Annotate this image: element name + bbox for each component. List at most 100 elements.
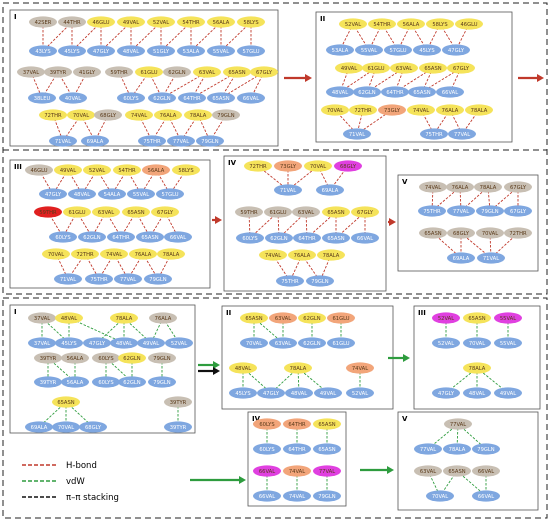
residue-node-shape xyxy=(343,128,371,140)
residue-label: 64THR xyxy=(112,235,130,241)
residue-node: 48VAL xyxy=(326,86,354,98)
panel-frame xyxy=(9,304,196,434)
residue-node-shape xyxy=(362,62,390,74)
residue-node-shape xyxy=(92,352,120,364)
residue-node-shape xyxy=(94,109,122,121)
residue-node: 60LYS xyxy=(49,231,77,243)
residue-node: 70VAL xyxy=(67,109,95,121)
residue-node-shape xyxy=(207,92,235,104)
residue-node-shape xyxy=(378,104,406,116)
residue-node-shape xyxy=(107,231,135,243)
residue-node: 66VAL xyxy=(253,490,281,502)
residue-node-shape xyxy=(407,104,435,116)
residue-node: 78ALA xyxy=(465,104,493,116)
residue-node-shape xyxy=(463,362,491,374)
residue-node-shape xyxy=(413,44,441,56)
residue-label: 79GLN xyxy=(318,494,336,500)
residue-label: 66VAL xyxy=(478,494,494,500)
residue-node-shape xyxy=(52,396,80,408)
residue-node-shape xyxy=(327,337,355,349)
residue-label: 55VAL xyxy=(500,341,516,347)
arrow-bottom-ii-to-iii xyxy=(388,354,410,362)
residue-node: 37VAL xyxy=(17,66,45,78)
residue-node-shape xyxy=(81,135,109,147)
residue-node-shape xyxy=(87,16,115,28)
arrow-i-to-ii xyxy=(284,74,312,82)
residue-node: 62GLN xyxy=(78,231,106,243)
residue-label: 70VAL xyxy=(246,341,262,347)
residue-label: 39TYR xyxy=(170,425,187,431)
arrow-iii-to-iv xyxy=(212,216,222,224)
residue-node: 40VAL xyxy=(59,92,87,104)
residue-node: 44THR xyxy=(58,16,86,28)
residue-node: 66VAL xyxy=(237,92,265,104)
residue-node-shape xyxy=(426,18,454,30)
residue-node-shape xyxy=(414,443,442,455)
residue-node-shape xyxy=(61,376,89,388)
residue-node-shape xyxy=(283,443,311,455)
residue-label: 56ALA xyxy=(67,380,84,386)
residue-label: 48VAL xyxy=(332,90,348,96)
hbond-edge xyxy=(130,21,162,52)
residue-node-shape xyxy=(339,18,367,30)
residue-node: 59THR xyxy=(105,66,133,78)
residue-label: 65ASN xyxy=(413,90,430,96)
legend-label: vdW xyxy=(66,477,85,487)
residue-node: 77VAL xyxy=(167,135,195,147)
residue-node-shape xyxy=(147,16,175,28)
residue-node: 66VAL xyxy=(351,232,379,244)
residue-node-shape xyxy=(110,312,138,324)
legend-item-stack: π–π stacking xyxy=(22,493,119,503)
residue-label: 71VAL xyxy=(483,256,499,262)
residue-label: 57GLU xyxy=(242,49,259,55)
residue-node: 37VAL xyxy=(28,312,56,324)
residue-node-shape xyxy=(283,490,311,502)
residue-node-shape xyxy=(472,490,500,502)
residue-label: 62GLN xyxy=(270,236,288,242)
residue-node-shape xyxy=(193,66,221,78)
residue-node-shape xyxy=(419,227,447,239)
residue-node: 48VAL xyxy=(229,362,257,374)
residue-label: 70VAL xyxy=(310,164,326,170)
residue-label: 70VAL xyxy=(73,113,89,119)
residue-node: 66VAL xyxy=(253,465,281,477)
residue-node-shape xyxy=(164,396,192,408)
residue-label: 56ALA xyxy=(148,168,165,174)
residue-node-shape xyxy=(54,164,82,176)
residue-node: 65ASN xyxy=(122,206,150,218)
residue-node-shape xyxy=(59,92,87,104)
residue-node-shape xyxy=(39,109,67,121)
residue-node-shape xyxy=(144,273,172,285)
residue-label: 76ALA xyxy=(442,108,459,114)
residue-node-shape xyxy=(85,273,113,285)
residue-node: 64THR xyxy=(381,86,409,98)
residue-node: 55VAL xyxy=(494,337,522,349)
panel-label: I xyxy=(14,13,17,21)
residue-label: 61GLU xyxy=(332,316,349,322)
residue-node-shape xyxy=(28,92,56,104)
residue-label: 47GLY xyxy=(89,341,106,347)
residue-node-shape xyxy=(92,376,120,388)
residue-node: 66VAL xyxy=(472,465,500,477)
residue-node-shape xyxy=(28,312,56,324)
residue-node: 68GLY xyxy=(447,227,475,239)
residue-node: 63VAL xyxy=(414,465,442,477)
residue-label: 55VAL xyxy=(500,316,516,322)
hbond-edge xyxy=(100,21,132,52)
residue-label: 65ASN xyxy=(327,236,344,242)
residue-node: 54THR xyxy=(113,164,141,176)
residue-node-shape xyxy=(418,205,446,217)
residue-node-shape xyxy=(269,337,297,349)
residue-node-shape xyxy=(58,45,86,57)
residue-label: 64THR xyxy=(183,96,201,102)
residue-node-shape xyxy=(154,109,182,121)
residue-label: 68GLY xyxy=(453,231,470,237)
residue-node-shape xyxy=(304,160,332,172)
